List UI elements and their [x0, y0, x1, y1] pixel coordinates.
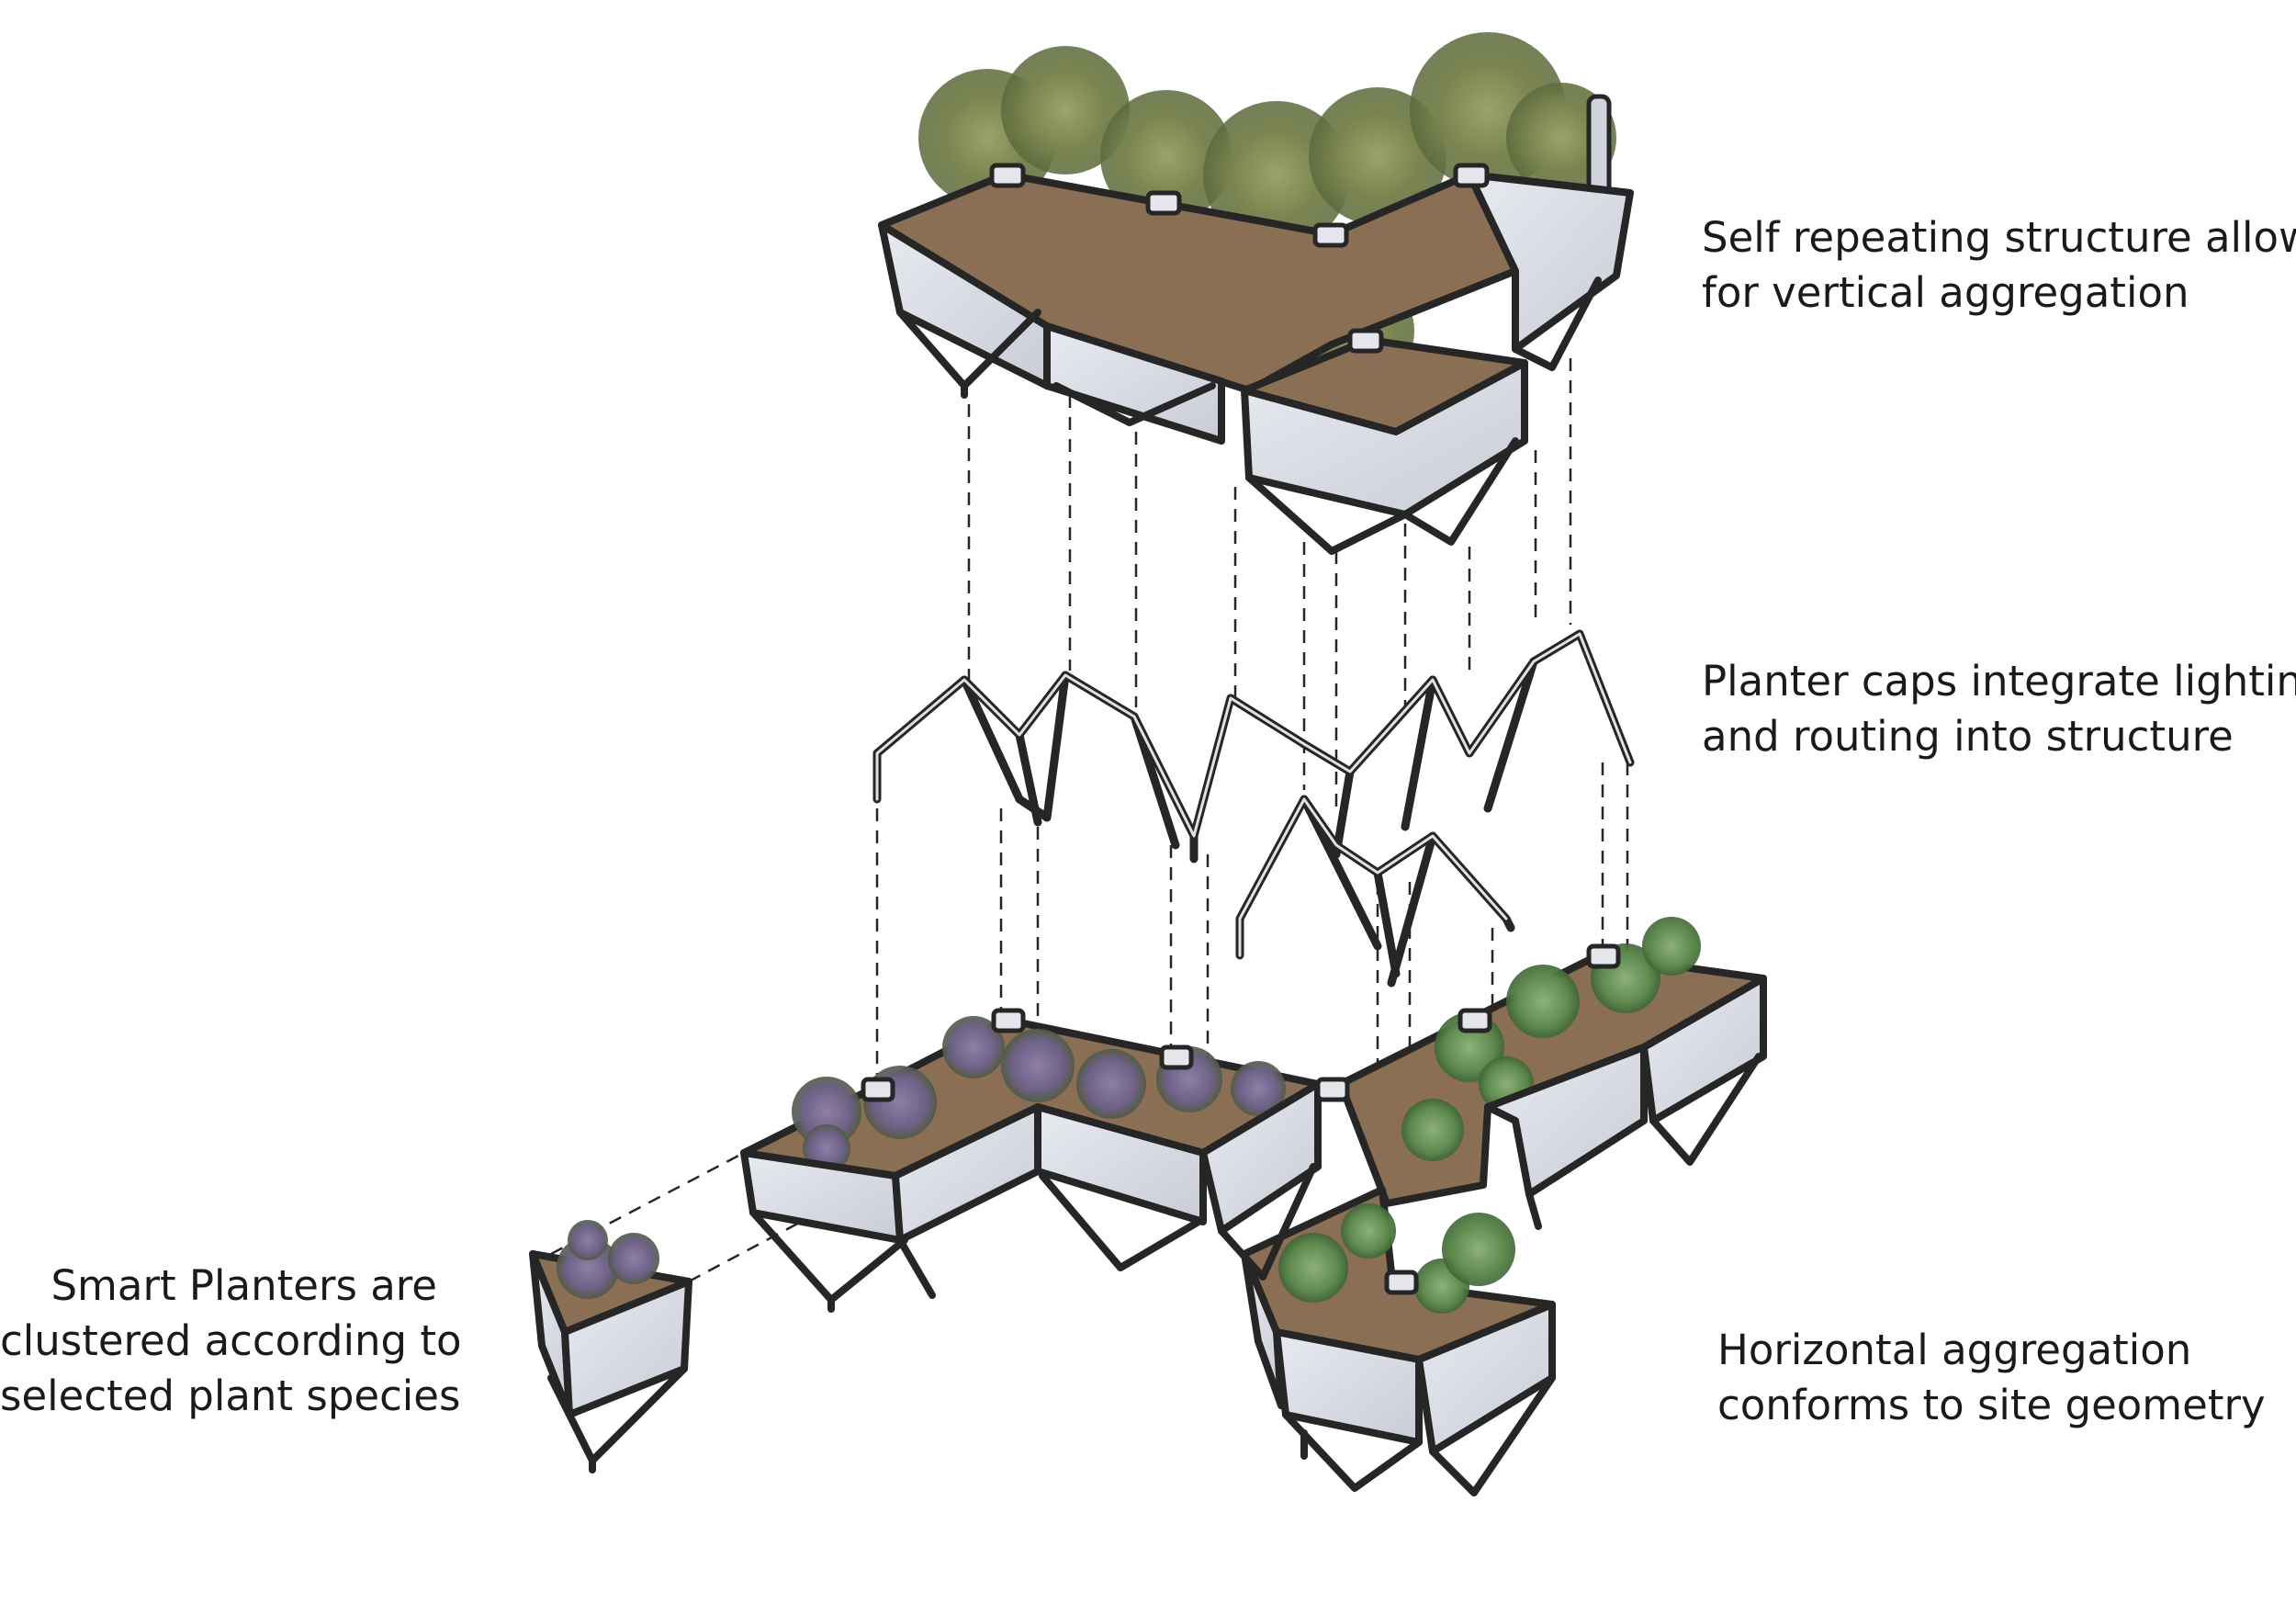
top-wall-right	[1466, 171, 1634, 353]
top-caps	[989, 163, 1490, 354]
caption-horizontal-line1: Horizontal aggregation	[1717, 1326, 2192, 1374]
caption-vertical-line2: for vertical aggregation	[1702, 268, 2189, 317]
caption-caps-line2: and routing into structure	[1702, 712, 2234, 761]
bottom-right-wall-a	[1484, 1044, 1648, 1198]
riser-pipe	[1586, 94, 1612, 200]
caption-caps-line1: Planter caps integrate lighting	[1702, 657, 2296, 706]
caption-smart-planters: Smart Planters are clustered according t…	[0, 1259, 462, 1424]
caption-vertical-aggregation: Self repeating structure allows for vert…	[1702, 210, 2296, 321]
bottom-legs	[749, 1053, 1762, 1496]
top-wall-mid	[1043, 322, 1225, 445]
bottom-left-wall-d	[1199, 1080, 1322, 1235]
bottom-planter-module	[740, 917, 1767, 1496]
caption-smart-line1: Smart Planters are	[51, 1261, 437, 1310]
bottom-right-wall-b	[1640, 975, 1767, 1124]
smart-planter-triangle	[529, 1220, 692, 1473]
caption-horizontal-line2: conforms to site geometry	[1717, 1381, 2266, 1429]
planter-cap-frames-highlight	[875, 632, 1632, 957]
caption-vertical-line1: Self repeating structure allows	[1702, 213, 2296, 262]
bottom-left-wall-c	[1034, 1103, 1207, 1225]
top-planter-module	[878, 32, 1634, 555]
bottom-green-plants-front	[1278, 1203, 1515, 1314]
caption-smart-line2: clustered according to	[0, 1316, 462, 1365]
caption-planter-caps: Planter caps integrate lighting and rout…	[1702, 654, 2296, 764]
bottom-green-plants-right	[1401, 917, 1701, 1161]
top-legs	[896, 277, 1602, 555]
caption-smart-line3: selected plant species	[0, 1372, 461, 1420]
bottom-caps	[861, 943, 1621, 1295]
caption-horizontal-aggregation: Horizontal aggregation conforms to site …	[1717, 1323, 2266, 1433]
